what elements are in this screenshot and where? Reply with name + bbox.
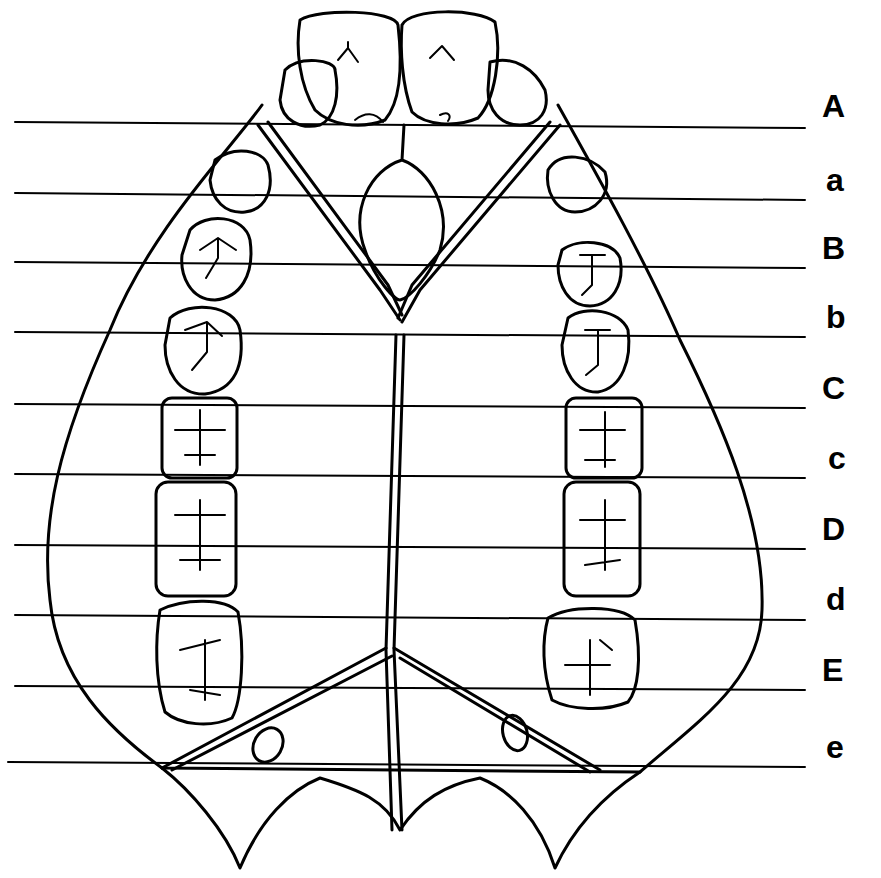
row-letter: a	[826, 164, 844, 196]
row-letter: D	[822, 513, 845, 545]
row-letter: A	[822, 90, 845, 122]
row-letter: E	[822, 654, 843, 686]
row-letter: d	[826, 583, 846, 615]
row-letter: e	[826, 731, 844, 763]
row-letter: C	[822, 372, 845, 404]
row-letter: B	[822, 232, 845, 264]
row-letter: b	[826, 301, 846, 333]
row-letter: c	[828, 442, 846, 474]
